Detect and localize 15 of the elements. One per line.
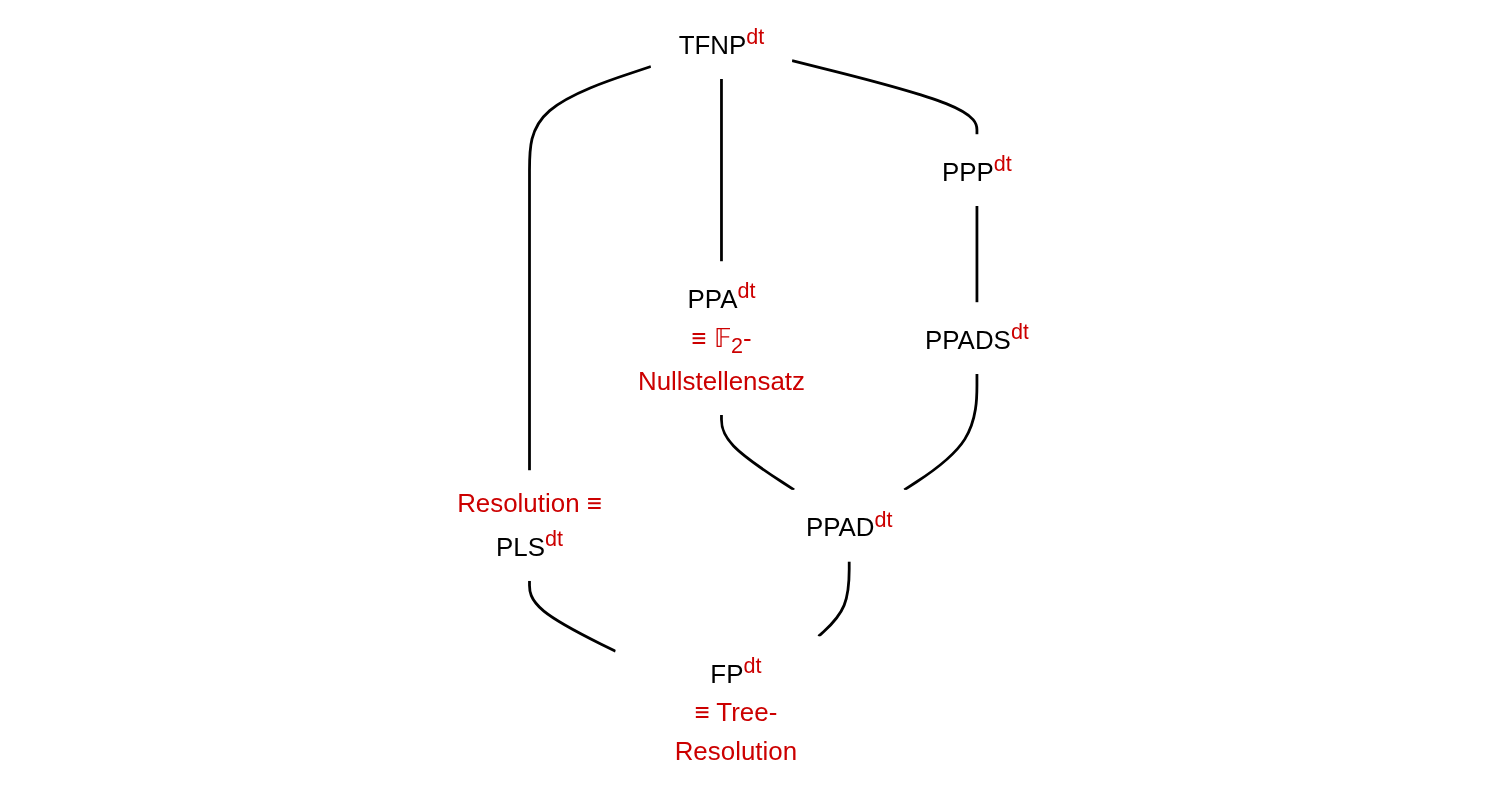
node-text: PPA$^{dt}$ ≡ 𝔽$_{2}$-Nullstellensatz [638,279,806,396]
connector [528,580,617,653]
connector [792,59,979,135]
node-text: PPAD$^{dt}$ [806,507,893,542]
connector [720,78,724,262]
connector [904,374,979,492]
node-text: FP$^{dt}$ ≡ Tree-Resolution [675,653,798,767]
node-text: Resolution ≡ PLS$^{dt}$ [457,488,603,562]
node-text: PPADS$^{dt}$ [925,320,1030,355]
connector [720,414,796,492]
node-text: TFNP$^{dt}$ [679,24,765,60]
node-text: PPP$^{dt}$ [942,152,1013,187]
connector [528,65,652,471]
connector [976,206,979,303]
connector [818,561,852,638]
